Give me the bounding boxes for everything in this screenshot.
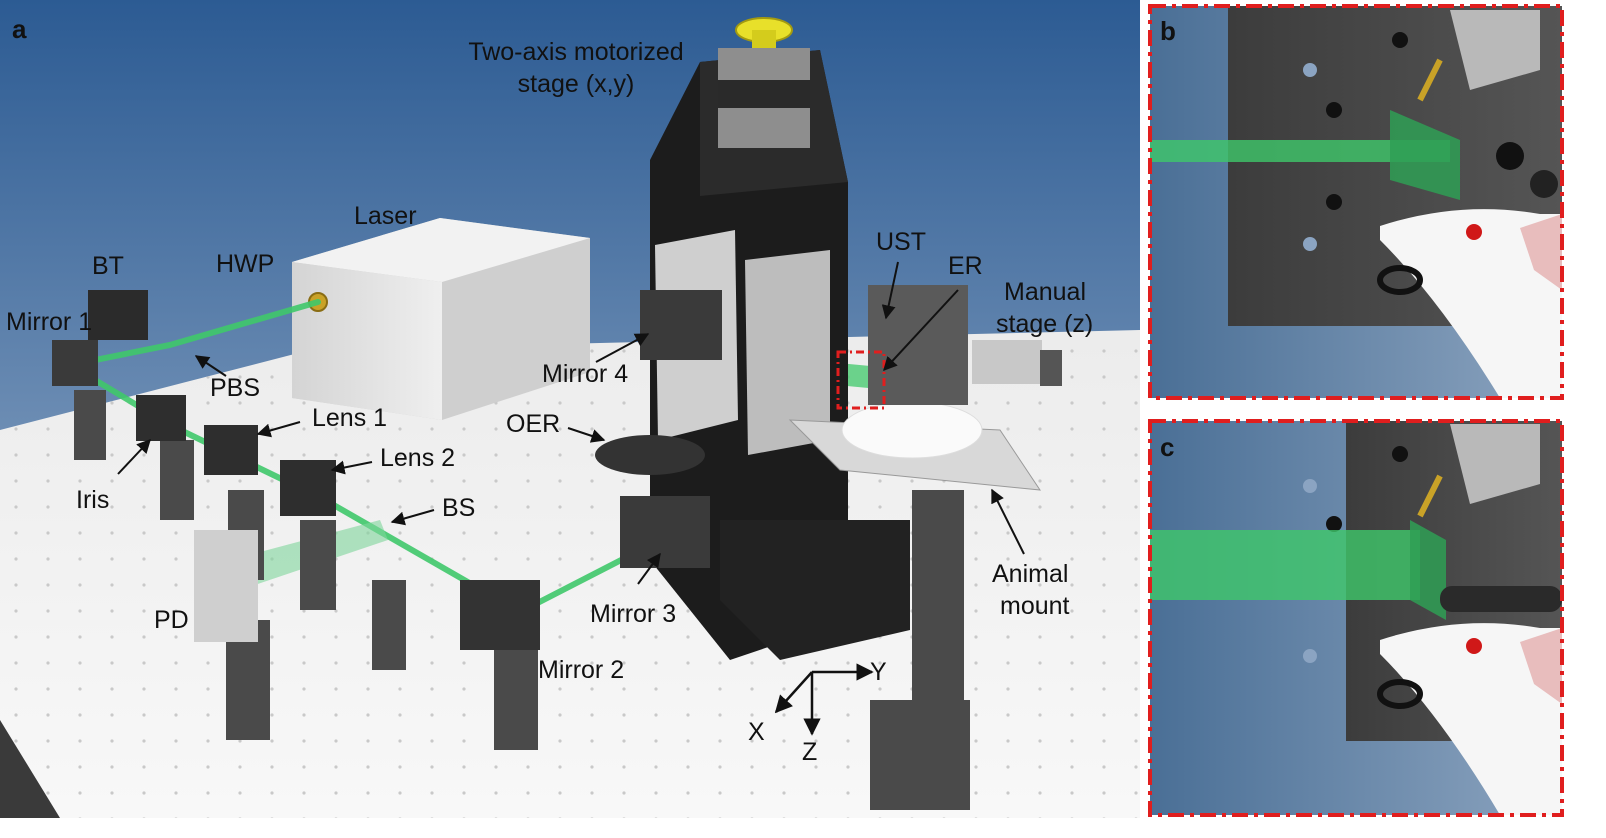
label-pbs: PBS bbox=[210, 374, 260, 402]
panel-b-frame bbox=[1148, 4, 1564, 400]
label-lens-1: Lens 1 bbox=[312, 404, 387, 432]
label-mirror-2: Mirror 2 bbox=[538, 656, 624, 684]
label-lens-2: Lens 2 bbox=[380, 444, 455, 472]
label-mirror-3: Mirror 3 bbox=[590, 600, 676, 628]
mouse bbox=[841, 401, 983, 459]
label-hwp: HWP bbox=[216, 250, 274, 278]
label-manual-stage-1: Manual bbox=[1004, 278, 1086, 306]
panel-label-c: c bbox=[1160, 432, 1174, 462]
label-oer: OER bbox=[506, 410, 560, 438]
panel-b: b bbox=[1148, 4, 1564, 400]
panel-c: c bbox=[1148, 419, 1564, 817]
label-axis-y: Y bbox=[870, 658, 887, 686]
label-axis-x: X bbox=[748, 718, 765, 746]
label-axis-z: Z bbox=[802, 738, 817, 766]
label-er: ER bbox=[948, 252, 983, 280]
label-animal-mount-1: Animal bbox=[992, 560, 1068, 588]
panel-label-b: b bbox=[1160, 16, 1176, 46]
motorized-stage bbox=[650, 17, 910, 660]
coordinate-axes bbox=[774, 663, 874, 736]
table-edge bbox=[0, 720, 60, 818]
panel-label-a: a bbox=[12, 14, 27, 44]
panel-c-frame bbox=[1148, 419, 1564, 817]
label-pd: PD bbox=[154, 606, 189, 634]
label-animal-mount-2: mount bbox=[1000, 592, 1070, 620]
label-iris: Iris bbox=[76, 486, 109, 514]
label-bs: BS bbox=[442, 494, 475, 522]
laser-box bbox=[292, 218, 590, 420]
label-arrows bbox=[117, 261, 1025, 585]
label-laser: Laser bbox=[354, 202, 417, 230]
panel-a: a Two-axis motorized stage (x,y) Laser B… bbox=[0, 0, 1140, 818]
label-bt: BT bbox=[92, 252, 124, 280]
er-highlight-box bbox=[836, 350, 886, 410]
label-stage-xy-1: Two-axis motorized bbox=[468, 38, 683, 66]
label-manual-stage-2: stage (z) bbox=[996, 310, 1093, 338]
label-mirror-4: Mirror 4 bbox=[542, 360, 628, 388]
optical-mounts bbox=[52, 290, 970, 810]
label-ust: UST bbox=[876, 228, 926, 256]
label-mirror-1: Mirror 1 bbox=[6, 308, 92, 336]
label-stage-xy-2: stage (x,y) bbox=[518, 70, 635, 98]
